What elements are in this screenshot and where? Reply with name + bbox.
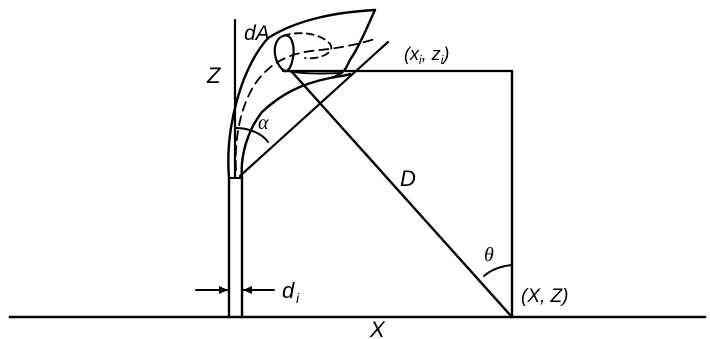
plume-direction-line [238,40,390,178]
receptor-point-label: (X, Z) [521,286,569,307]
svg-text:d: d [282,278,295,303]
svg-text:(xi, zi): (xi, zi) [404,44,449,67]
stack-diameter-label: d i [282,278,300,306]
alpha-label: α [258,112,269,134]
x-axis-label: X [369,317,386,339]
plume-point-label: (xi, zi) [404,44,449,67]
area-label: dA [244,22,270,45]
svg-text:i: i [296,290,300,306]
stack [227,176,244,319]
z-axis-label: Z [206,63,222,88]
theta-label: θ [484,244,494,266]
alpha-arc [235,127,269,143]
stack-diameter-dimension [195,286,275,294]
theta-arc [483,264,513,277]
distance-label: D [400,166,416,191]
distance-line [290,70,514,319]
